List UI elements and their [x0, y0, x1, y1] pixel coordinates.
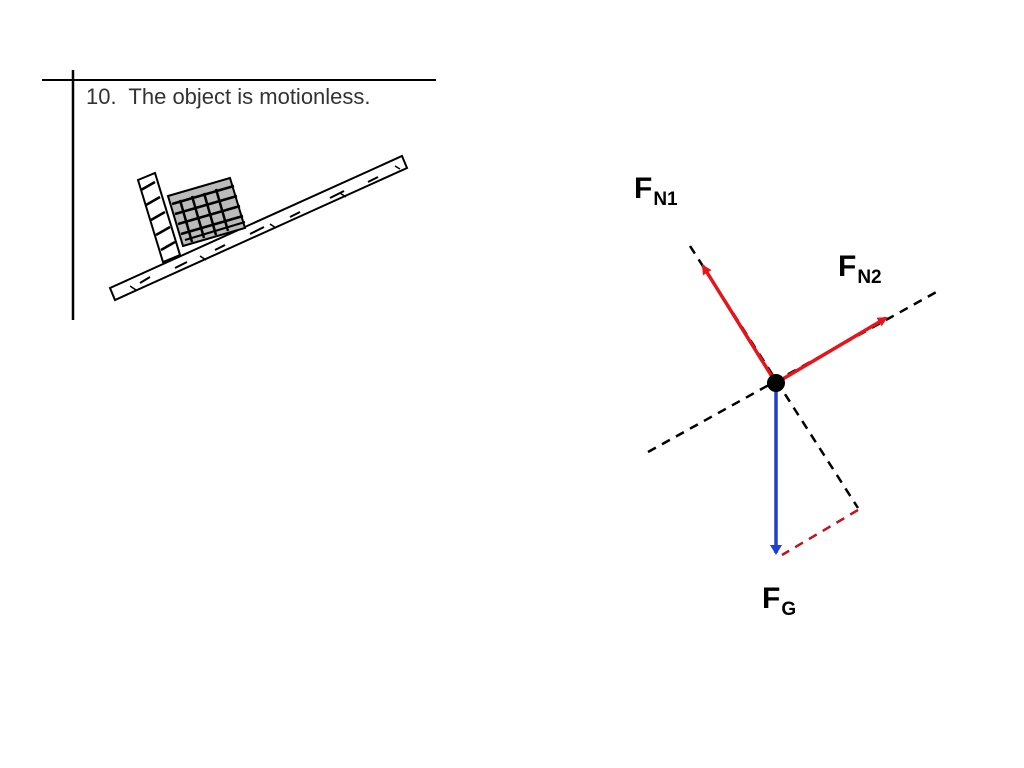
- normal-force-1-arrow: [701, 264, 778, 384]
- label-fg-subscript: G: [781, 599, 797, 620]
- object-point: [767, 374, 785, 392]
- incline-plank: [108, 154, 409, 302]
- problem-statement: 10. The object is motionless.: [86, 84, 371, 110]
- support-wall: [136, 171, 182, 264]
- label-gravity-force: FG: [762, 582, 796, 620]
- box-object: [166, 176, 247, 248]
- problem-statement-text: The object is motionless.: [128, 84, 371, 109]
- label-normal-force-2: FN2: [838, 250, 882, 288]
- label-fn2-subscript: N2: [857, 267, 882, 288]
- gravity-component-dashed: [781, 508, 859, 557]
- label-fn2-symbol: F: [838, 250, 857, 283]
- label-fn1-symbol: F: [634, 172, 653, 205]
- label-normal-force-1: FN1: [634, 172, 678, 210]
- problem-number: 10.: [86, 84, 117, 109]
- normal-force-2-arrow: [775, 316, 888, 385]
- label-fn1-subscript: N1: [653, 189, 678, 210]
- label-fg-symbol: F: [762, 582, 781, 615]
